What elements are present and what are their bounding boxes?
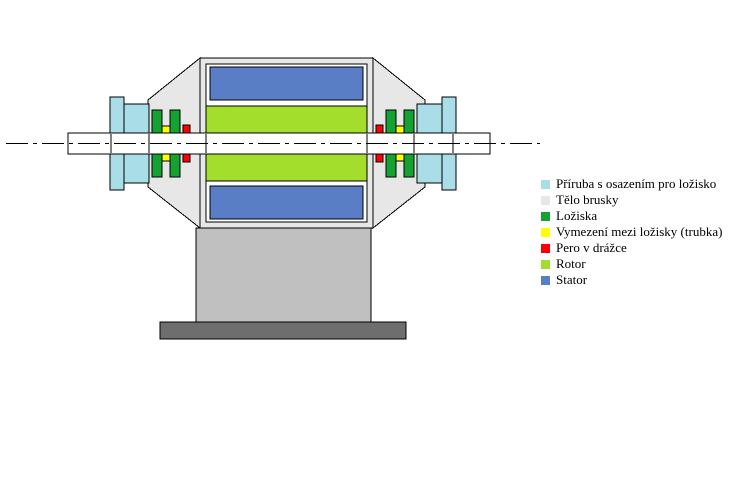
legend-swatch-body bbox=[541, 195, 550, 205]
legend-label-rotor: Rotor bbox=[556, 256, 586, 271]
key-right-bottom bbox=[375, 153, 384, 163]
legend-item-bearing: Ložiska bbox=[541, 208, 722, 224]
flange-right-inner-top bbox=[416, 103, 443, 134]
legend-label-spacer: Vymezení mezi ložisky (trubka) bbox=[556, 224, 723, 239]
legend-swatch-spacer bbox=[541, 227, 550, 237]
legend-swatch-flange bbox=[541, 179, 550, 189]
bearing-left-2-top bbox=[169, 109, 181, 134]
key-left-bottom bbox=[182, 153, 191, 163]
stator-top bbox=[209, 66, 364, 101]
bearing-left-1-top bbox=[151, 109, 163, 134]
legend-label-flange: Příruba s osazením pro ložisko bbox=[556, 176, 717, 191]
legend-item-key: Pero v drážce bbox=[541, 240, 722, 256]
rotor-bottom bbox=[205, 153, 368, 182]
bearing-right-1-top bbox=[385, 109, 397, 134]
bearing-right-2-bottom bbox=[403, 153, 415, 178]
legend-label-stator: Stator bbox=[556, 272, 588, 287]
flange-right-outer-top bbox=[441, 96, 457, 134]
bearing-right-2-top bbox=[403, 109, 415, 134]
flange-left-outer-bottom bbox=[109, 153, 125, 191]
legend: Příruba s osazením pro ložisko Tělo brus… bbox=[541, 176, 722, 288]
flange-right-inner-bottom bbox=[416, 153, 443, 184]
legend-item-flange: Příruba s osazením pro ložisko bbox=[541, 176, 722, 192]
flange-left-outer-top bbox=[109, 96, 125, 134]
bearing-left-1-bottom bbox=[151, 153, 163, 178]
flange-left-inner-bottom bbox=[123, 153, 150, 184]
legend-swatch-key bbox=[541, 243, 550, 253]
spacer-left-top bbox=[161, 125, 171, 134]
key-left-top bbox=[182, 124, 191, 134]
legend-swatch-bearing bbox=[541, 211, 550, 221]
legend-label-body: Tělo brusky bbox=[556, 192, 619, 207]
legend-item-body: Tělo brusky bbox=[541, 192, 722, 208]
legend-label-bearing: Ložiska bbox=[556, 208, 598, 223]
stator-bottom bbox=[209, 185, 364, 220]
legend-swatch-rotor bbox=[541, 259, 550, 269]
legend-item-spacer: Vymezení mezi ložisky (trubka) bbox=[541, 224, 722, 240]
base-plate bbox=[159, 321, 407, 340]
spacer-right-bottom bbox=[395, 153, 405, 162]
bearing-right-1-bottom bbox=[385, 153, 397, 178]
legend-item-rotor: Rotor bbox=[541, 256, 722, 272]
bearing-left-2-bottom bbox=[169, 153, 181, 178]
key-right-top bbox=[375, 124, 384, 134]
spacer-right-top bbox=[395, 125, 405, 134]
spacer-left-bottom bbox=[161, 153, 171, 162]
flange-left-inner-top bbox=[123, 103, 150, 134]
legend-item-stator: Stator bbox=[541, 272, 722, 288]
rotor-top bbox=[205, 105, 368, 134]
pedestal bbox=[195, 227, 372, 323]
legend-label-key: Pero v drážce bbox=[556, 240, 627, 255]
legend-swatch-stator bbox=[541, 275, 550, 285]
flange-right-outer-bottom bbox=[441, 153, 457, 191]
